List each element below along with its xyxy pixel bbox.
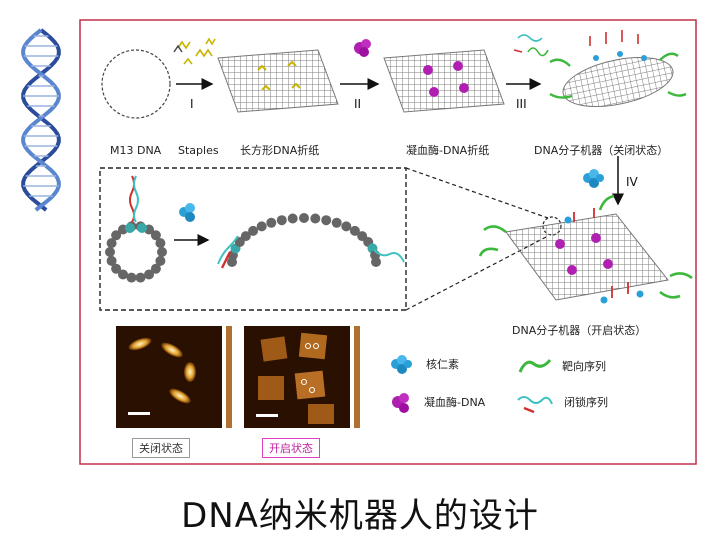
thrombin-molecule xyxy=(354,39,371,57)
label-thrombin-origami: 凝血酶-DNA折纸 xyxy=(406,143,489,157)
m13-dna-circle xyxy=(101,49,171,119)
nucleolin-molecule xyxy=(583,169,604,188)
legend-nucleolin-label: 核仁素 xyxy=(426,357,459,371)
afm-open-image xyxy=(244,326,360,428)
afm-closed-badge: 关闭状态 xyxy=(132,438,190,458)
opened-chain xyxy=(217,213,405,269)
arrow-label-ii: II xyxy=(354,97,361,111)
locked-loop xyxy=(105,175,167,283)
legend-targeting-icon xyxy=(518,359,552,373)
rect-origami xyxy=(217,49,339,113)
machine-open xyxy=(478,194,693,304)
staples-strands xyxy=(177,37,216,65)
legend-locking-icon xyxy=(517,396,553,414)
label-staples: Staples xyxy=(178,144,219,157)
legend-locking-label: 闭锁序列 xyxy=(564,395,608,409)
arrow-label-iv: IV xyxy=(626,175,639,189)
afm-open-badge: 开启状态 xyxy=(262,438,320,458)
page-title: DNA纳米机器人的设计 xyxy=(181,496,539,536)
legend-targeting-label: 靶向序列 xyxy=(562,359,606,373)
targeting-locking-strands xyxy=(513,34,549,57)
legend-thrombin-label: 凝血酶-DNA xyxy=(424,395,486,409)
arrow-label-i: I xyxy=(190,97,194,111)
machine-closed xyxy=(549,30,687,107)
nucleolin-molecule xyxy=(179,203,195,222)
zoom-box xyxy=(99,167,407,311)
diagram-panel: M13 DNA Staples 长方形DNA折纸 凝血酶-DNA折纸 DNA分子… xyxy=(79,19,697,465)
dna-helix-icon xyxy=(21,28,61,212)
arrow-label-iii: III xyxy=(516,97,527,111)
label-m13: M13 DNA xyxy=(110,144,162,157)
legend-nucleolin-icon xyxy=(391,355,412,374)
afm-closed-image xyxy=(116,326,232,428)
label-machine-open: DNA分子机器（开启状态） xyxy=(512,323,646,337)
legend-thrombin-icon xyxy=(392,393,409,413)
thrombin-origami xyxy=(383,49,505,113)
label-rect-origami: 长方形DNA折纸 xyxy=(240,143,319,157)
label-machine-closed: DNA分子机器（关闭状态） xyxy=(534,143,668,157)
figure-frame xyxy=(79,19,697,465)
